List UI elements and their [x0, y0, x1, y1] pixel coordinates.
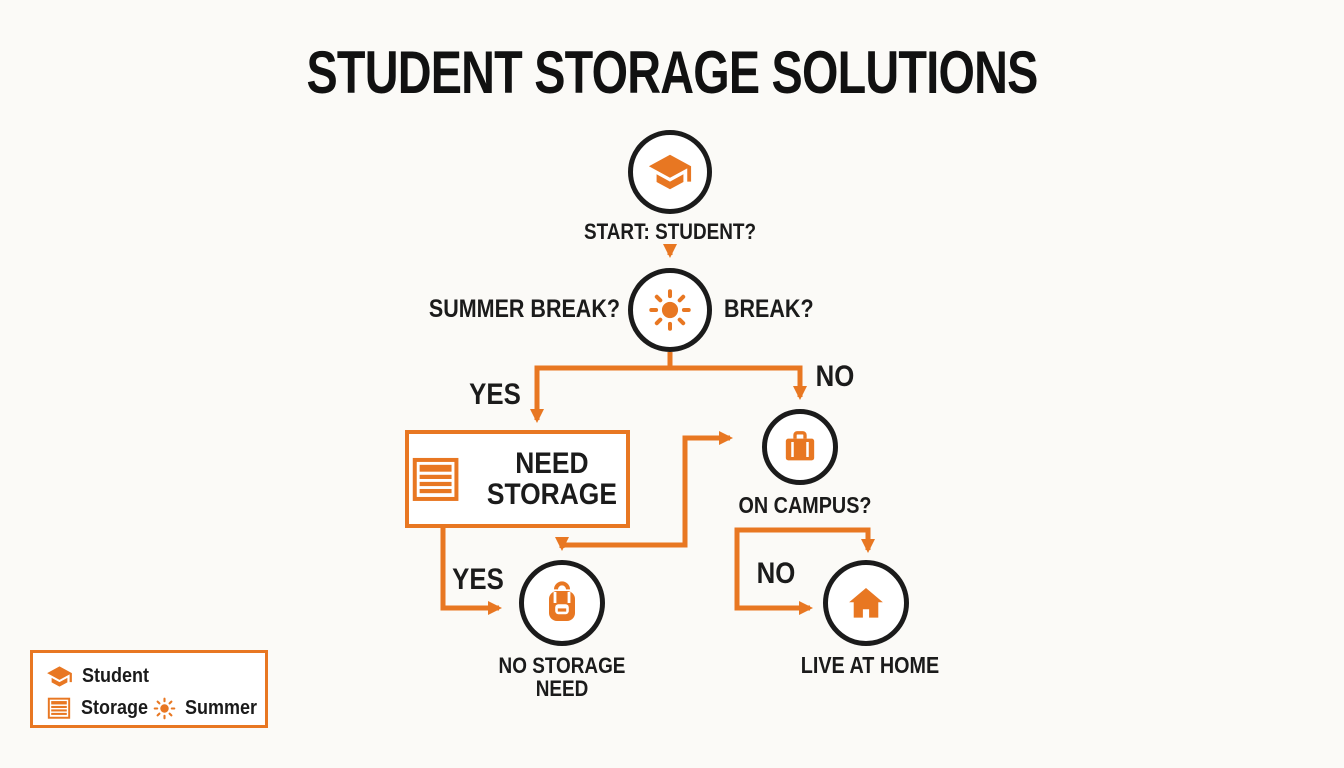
- sun-icon: [153, 697, 176, 720]
- graduation-cap-icon: [46, 663, 73, 690]
- legend-item-summer: Summer: [153, 697, 265, 720]
- suitcase-icon: [780, 427, 820, 467]
- need-storage-box: NEED STORAGE: [405, 430, 630, 528]
- graduation-cap-icon: [647, 149, 693, 195]
- legend-label-storage: Storage: [81, 696, 149, 719]
- storage-icon: [46, 695, 72, 721]
- legend-label-summer: Summer: [185, 697, 258, 719]
- summer-break-left-label: SUMMER BREAK?: [428, 295, 620, 323]
- summer-break-node: [628, 268, 712, 352]
- start-node: [628, 130, 712, 214]
- live-at-home-caption: LIVE AT HOME: [800, 652, 940, 678]
- legend-item-student: Student: [46, 663, 156, 690]
- on-campus-caption: ON CAMPUS?: [738, 492, 872, 518]
- legend-item-storage: Storage: [46, 695, 155, 721]
- legend-label-student: Student: [82, 665, 149, 687]
- page-title: STUDENT STORAGE SOLUTIONS: [306, 39, 1038, 106]
- legend: Student Storage Summer: [30, 650, 268, 728]
- sun-icon: [648, 288, 692, 332]
- summer-break-right-label: BREAK?: [724, 295, 814, 323]
- no-storage-need-caption: NO STORAGE NEED: [498, 653, 626, 701]
- house-icon: [844, 581, 888, 625]
- summer-no-label: NO: [815, 360, 855, 393]
- summer-yes-label: YES: [469, 378, 521, 411]
- backpack-icon: [538, 579, 586, 627]
- storage-yes-label: YES: [452, 563, 504, 596]
- storage-icon: [409, 452, 462, 506]
- on-campus-node: [762, 409, 838, 485]
- need-storage-label: NEED STORAGE: [487, 446, 618, 511]
- no-storage-need-node: [519, 560, 605, 646]
- live-at-home-node: [823, 560, 909, 646]
- campus-no-label: NO: [756, 557, 796, 590]
- start-caption: START: STUDENT?: [583, 219, 757, 244]
